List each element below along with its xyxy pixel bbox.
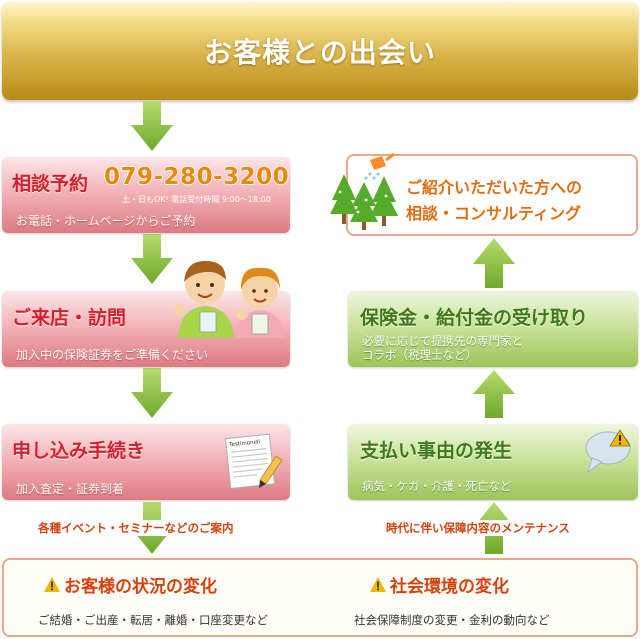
maintenance-label: 時代に伴い保障内容のメンテナンス [384,520,572,536]
arrow-up-icon [473,238,515,288]
payment-event-sub: 病気・ケガ・介護・死亡など [362,479,512,493]
arrow-down-icon [131,234,173,284]
payment-event-step: 支払い事由の発生 病気・ケガ・介護・死亡など [348,424,638,500]
changes-panel: お客様の状況の変化 ご結婚・ご出産・転居・離婚・口座変更など 社会環境の変化 社… [2,558,638,637]
social-change-heading: 社会環境の変化 [370,572,509,597]
introduction-line-1: ご紹介いただいた方への [406,178,583,197]
receipt-step: 保険金・給付金の受け取り 必要に応じて提携先の専門家と コラボ（税理士など） [348,291,638,367]
arrow-down-icon [131,368,173,418]
visit-title: ご来店・訪問 [12,307,127,329]
customer-change-sub: ご結婚・ご出産・転居・離婚・口座変更など [38,613,268,627]
reservation-step: 相談予約 お電話・ホームページからご予約 [2,157,290,233]
visit-sub: 加入中の保険証券をご準備ください [16,348,209,362]
header-banner: お客様との出会い [2,2,638,100]
receipt-sub-line-1: 必要に応じて提携先の専門家と [362,334,523,348]
arrow-down-icon [131,101,173,151]
business-hours: 土・日もOK! 電話受付時間 9:00～18:00 [122,195,271,204]
phone-number[interactable]: 079-280-3200 [104,164,290,190]
receipt-sub-line-2: コラボ（税理士など） [362,348,477,362]
application-sub: 加入査定・証券到着 [16,482,125,496]
customer-change-heading: お客様の状況の変化 [44,572,217,597]
application-title: 申し込み手続き [12,440,146,462]
payment-event-title: 支払い事由の発生 [360,440,513,462]
social-change-sub: 社会保障制度の変更・金利の動向など [354,613,550,627]
arrow-up-icon [473,370,515,418]
document-label: Testimonial [228,439,261,448]
introduction-line-2: 相談・コンサルティング [406,204,582,223]
introduction-consulting-step: ご紹介いただいた方への 相談・コンサルティング [346,154,638,236]
reservation-sub: お電話・ホームページからご予約 [16,214,196,228]
warning-icon [44,577,60,592]
social-change-title: 社会環境の変化 [390,577,509,597]
receipt-title: 保険金・給付金の受け取り [360,307,589,329]
header-title: お客様との出会い [204,36,436,69]
trees-watering-icon [330,152,398,230]
reservation-title: 相談予約 [12,173,89,195]
warning-icon [370,577,386,592]
consultants-illustration [174,260,286,338]
events-seminars-label: 各種イベント・セミナーなどのご案内 [36,520,236,536]
document-icon: Testimonial [224,433,283,490]
customer-change-title: お客様の状況の変化 [64,577,217,597]
speech-bubble-warning-icon [585,429,631,474]
